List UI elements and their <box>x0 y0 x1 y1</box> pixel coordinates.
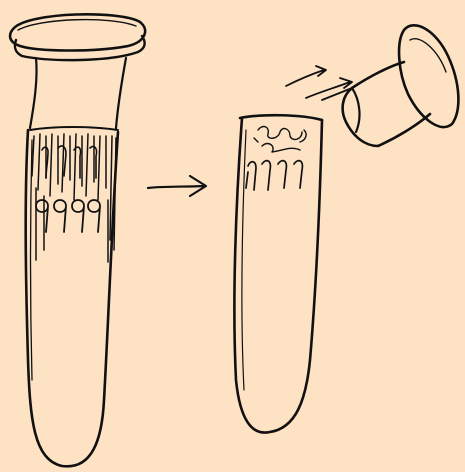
sketch-canvas <box>0 0 465 472</box>
sketch-diagram <box>0 0 465 472</box>
sketch-background <box>0 0 465 472</box>
